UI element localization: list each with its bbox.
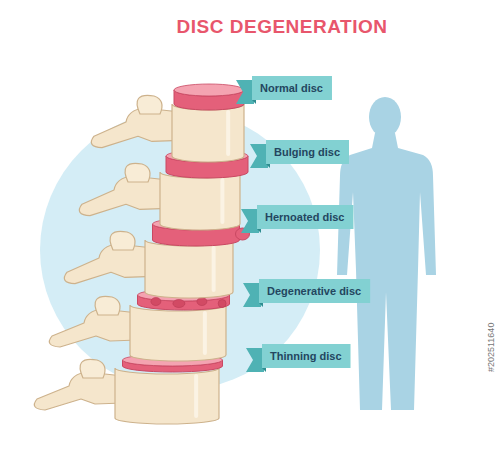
ribbon-label: Hernoated disc — [257, 205, 353, 229]
ribbon-label: Normal disc — [252, 76, 332, 100]
ribbon-label: Thinning disc — [262, 344, 351, 368]
watermark-id: #202511640 — [486, 323, 496, 372]
human-silhouette — [337, 97, 436, 410]
ribbon-text: Normal disc — [252, 76, 332, 100]
title: DISC DEGENERATION — [177, 16, 388, 38]
ribbon-label: Bulging disc — [266, 140, 349, 164]
ribbon-text: Degenerative disc — [259, 279, 370, 303]
spine — [34, 84, 249, 424]
ribbon-text: Hernoated disc — [257, 205, 353, 229]
ribbon-label: Degenerative disc — [259, 279, 370, 303]
ribbon-text: Thinning disc — [262, 344, 351, 368]
disc — [174, 84, 244, 110]
ribbon-text: Bulging disc — [266, 140, 349, 164]
